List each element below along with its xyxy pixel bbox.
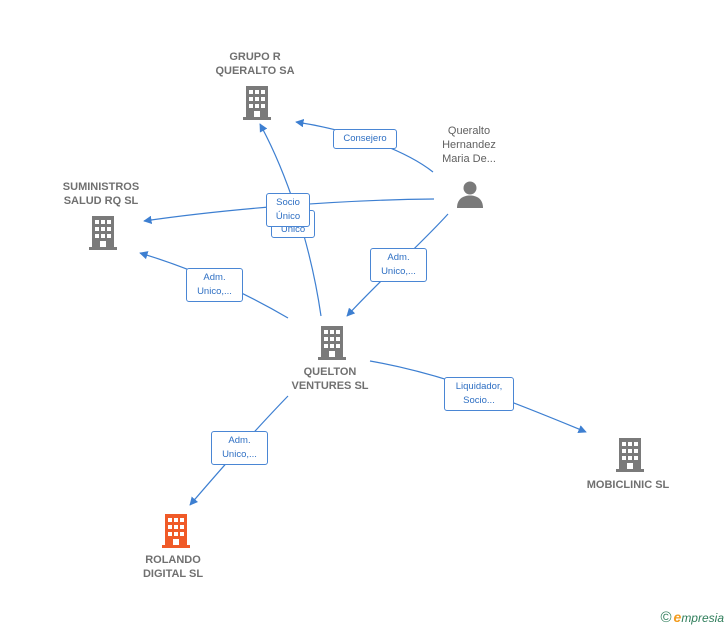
edge-label-adm-quelton-suministros[interactable]: Adm. Unico,... [186,268,243,302]
edge-label-adm-person-quelton[interactable]: Adm. Unico,... [370,248,427,282]
building-icon[interactable] [616,438,644,472]
copyright-icon: © [660,609,672,626]
node-label-mobiclinic[interactable]: MOBICLINIC SL [586,479,670,491]
node-label-suministros[interactable]: SUMINISTROS SALUD RQ SL [62,181,140,207]
edge-label-socio-unico[interactable]: Socio Único [266,193,310,227]
building-icon[interactable] [162,514,190,548]
edge-label-adm-quelton-rolando[interactable]: Adm. Unico,... [211,431,268,465]
node-label-person[interactable]: Queralto Hernandez Maria De... [442,125,496,165]
node-label-rolando[interactable]: ROLANDO DIGITAL SL [142,554,204,580]
building-icon[interactable] [243,86,271,120]
edge-label-consejero[interactable]: Consejero [333,129,397,149]
building-icon[interactable] [318,326,346,360]
brand-e: e [673,609,682,625]
node-label-quelton[interactable]: QUELTON VENTURES SL [291,366,369,392]
brand-watermark: ©empresia [660,609,724,626]
building-icon[interactable] [89,216,117,250]
brand-name: mpresia [681,611,724,625]
edge-label-liquidador[interactable]: Liquidador, Socio... [444,377,514,411]
person-icon[interactable] [456,180,484,208]
node-label-grupo-r[interactable]: GRUPO R QUERALTO SA [215,51,295,77]
